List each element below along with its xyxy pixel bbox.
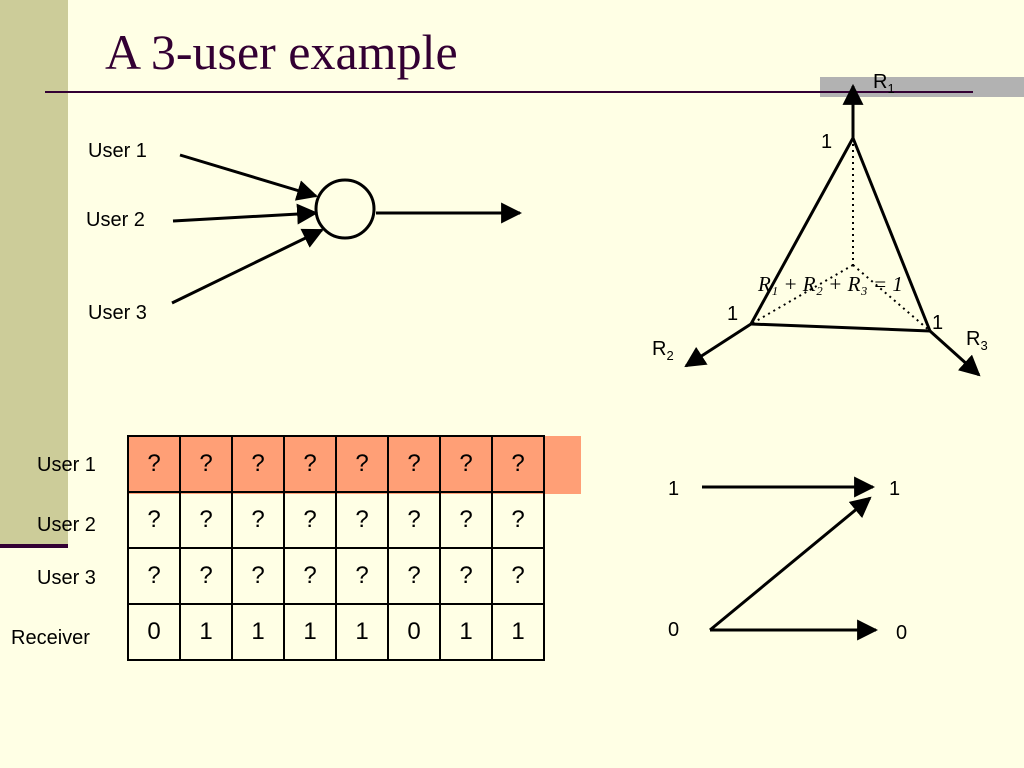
- r2-axis: [684, 322, 752, 368]
- table-cell: ?: [231, 435, 285, 493]
- table-cell: ?: [283, 491, 337, 549]
- table-cell: ?: [387, 491, 441, 549]
- table-cell: ?: [491, 435, 545, 493]
- table-cell: ?: [231, 491, 285, 549]
- row-label-user-3: User 3: [37, 567, 96, 589]
- table-cell: 1: [283, 603, 337, 661]
- r2-axis-label: R2: [652, 338, 674, 363]
- user1-arrow: [179, 153, 319, 201]
- slide-title: A 3-user example: [105, 24, 458, 80]
- adder-input-user-2: User 2: [86, 209, 145, 231]
- table-cell: ?: [335, 547, 389, 605]
- hidden-axis-3: [852, 264, 931, 332]
- simplex-edge-1: [749, 137, 855, 325]
- table-row-user-1: ? ? ? ? ? ? ? ?: [127, 435, 545, 493]
- r1-vertex-label: 1: [821, 131, 833, 153]
- adder-input-user-3: User 3: [88, 302, 147, 324]
- row-label-user-2: User 2: [37, 514, 96, 536]
- table-cell: ?: [127, 547, 181, 605]
- channel-output-1: 1: [889, 478, 901, 500]
- signal-table: ? ? ? ? ? ? ? ? ? ? ? ? ? ? ? ? ? ? ? ? …: [127, 435, 545, 661]
- table-cell: 1: [335, 603, 389, 661]
- sidebar-bar-rule: [0, 544, 68, 548]
- table-cell: ?: [387, 435, 441, 493]
- user2-arrow: [172, 203, 319, 225]
- table-cell: ?: [127, 435, 181, 493]
- r3-axis: [928, 329, 981, 377]
- hidden-axis-2: [750, 264, 854, 325]
- table-cell: 0: [387, 603, 441, 661]
- table-cell: ?: [179, 435, 233, 493]
- table-cell: ?: [283, 435, 337, 493]
- table-cell: ?: [439, 435, 493, 493]
- table-cell: ?: [335, 435, 389, 493]
- simplex-edge-3: [750, 322, 931, 333]
- table-cell: 0: [127, 603, 181, 661]
- table-cell: ?: [127, 491, 181, 549]
- r1-axis-label: R1: [873, 71, 895, 96]
- table-cell: ?: [179, 491, 233, 549]
- user3-arrow: [171, 228, 324, 305]
- table-cell: ?: [335, 491, 389, 549]
- channel-arrow-0-to-1: [709, 496, 872, 632]
- simplex-equation: R₁ + R₂ + R₃ = 1: [758, 272, 903, 296]
- table-cell: ?: [439, 547, 493, 605]
- table-cell: ?: [491, 547, 545, 605]
- table-cell: ?: [179, 547, 233, 605]
- table-cell: 1: [231, 603, 285, 661]
- channel-output-0: 0: [896, 622, 908, 644]
- simplex-edge-2: [851, 137, 932, 332]
- table-cell: 1: [491, 603, 545, 661]
- table-row-user-2: ? ? ? ? ? ? ? ?: [127, 491, 545, 549]
- table-cell: ?: [283, 547, 337, 605]
- table-cell: 1: [439, 603, 493, 661]
- channel-input-1: 1: [668, 478, 680, 500]
- table-cell: ?: [491, 491, 545, 549]
- channel-input-0: 0: [668, 619, 680, 641]
- table-row-user-3: ? ? ? ? ? ? ? ?: [127, 547, 545, 605]
- adder-node: [314, 178, 376, 240]
- r2-vertex-label: 1: [727, 303, 739, 325]
- r3-vertex-label: 1: [932, 312, 944, 334]
- table-cell: ?: [439, 491, 493, 549]
- r3-axis-label: R3: [966, 328, 988, 353]
- adder-input-user-1: User 1: [88, 140, 147, 162]
- table-cell: 1: [179, 603, 233, 661]
- table-cell: ?: [231, 547, 285, 605]
- title-rule: [45, 91, 973, 93]
- row-label-receiver: Receiver: [11, 627, 90, 649]
- table-row-receiver: 0 1 1 1 1 0 1 1: [127, 603, 545, 661]
- row-label-user-1: User 1: [37, 454, 96, 476]
- table-cell: ?: [387, 547, 441, 605]
